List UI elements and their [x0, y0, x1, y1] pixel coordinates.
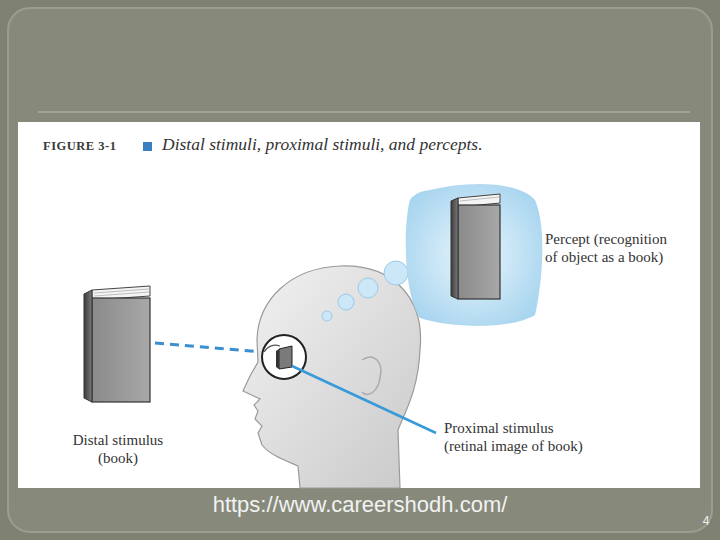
- slide-panel: [8, 8, 712, 532]
- watermark: https://www.careershodh.com/: [150, 492, 570, 518]
- ear: [362, 357, 381, 394]
- leader-line: [292, 366, 436, 433]
- percept-cloud: [406, 184, 543, 326]
- percept-book: [451, 194, 500, 299]
- distal-book: [84, 286, 150, 402]
- figure-panel: [18, 122, 700, 488]
- figure-number: FIGURE 3-1: [43, 139, 143, 154]
- head-profile: [243, 266, 421, 488]
- light-path: [155, 343, 262, 352]
- distal-label: Distal stimulus (book): [62, 431, 174, 467]
- thought-bubbles: [322, 261, 408, 321]
- rule-line: [38, 111, 690, 113]
- figure-title: Distal stimuli, proximal stimuli, and pe…: [162, 134, 662, 155]
- page-number: 4: [696, 514, 716, 528]
- proximal-label: Proximal stimulus (retinal image of book…: [444, 419, 592, 455]
- title-square: [143, 142, 152, 151]
- eye-with-retinal-image: [262, 335, 306, 379]
- percept-label: Percept (recognition of object as a book…: [545, 230, 675, 266]
